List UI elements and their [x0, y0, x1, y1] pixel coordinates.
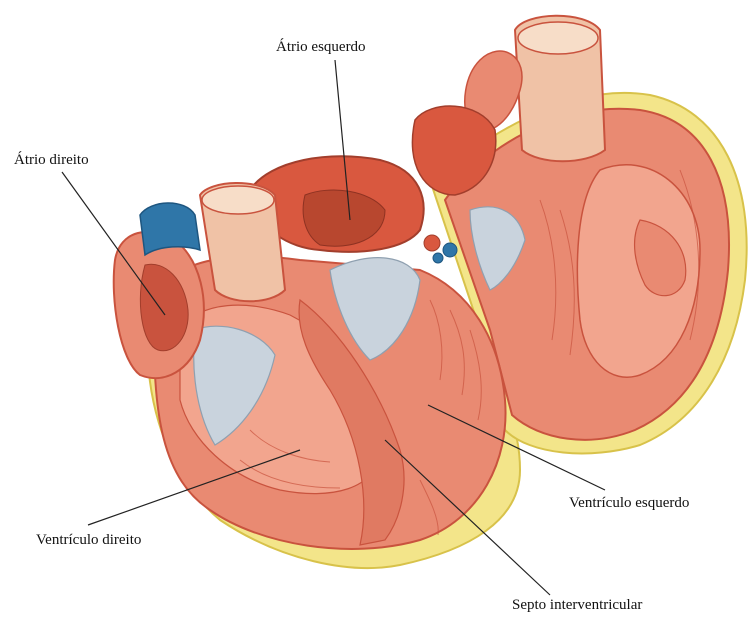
- pulmonary-trunk-opening: [518, 22, 598, 54]
- label-right-ventricle: Ventrículo direito: [36, 531, 141, 549]
- coronary-vessel-2: [443, 243, 457, 257]
- label-left-atrium: Átrio esquerdo: [276, 38, 366, 56]
- coronary-vessel-1: [424, 235, 440, 251]
- label-right-atrium: Átrio direito: [14, 151, 89, 169]
- superior-vena-cava: [140, 203, 200, 255]
- aorta-opening: [202, 186, 274, 214]
- label-left-ventricle: Ventrículo esquerdo: [569, 494, 689, 512]
- coronary-vessel-3: [433, 253, 443, 263]
- label-septum: Septo interventricular: [512, 596, 642, 614]
